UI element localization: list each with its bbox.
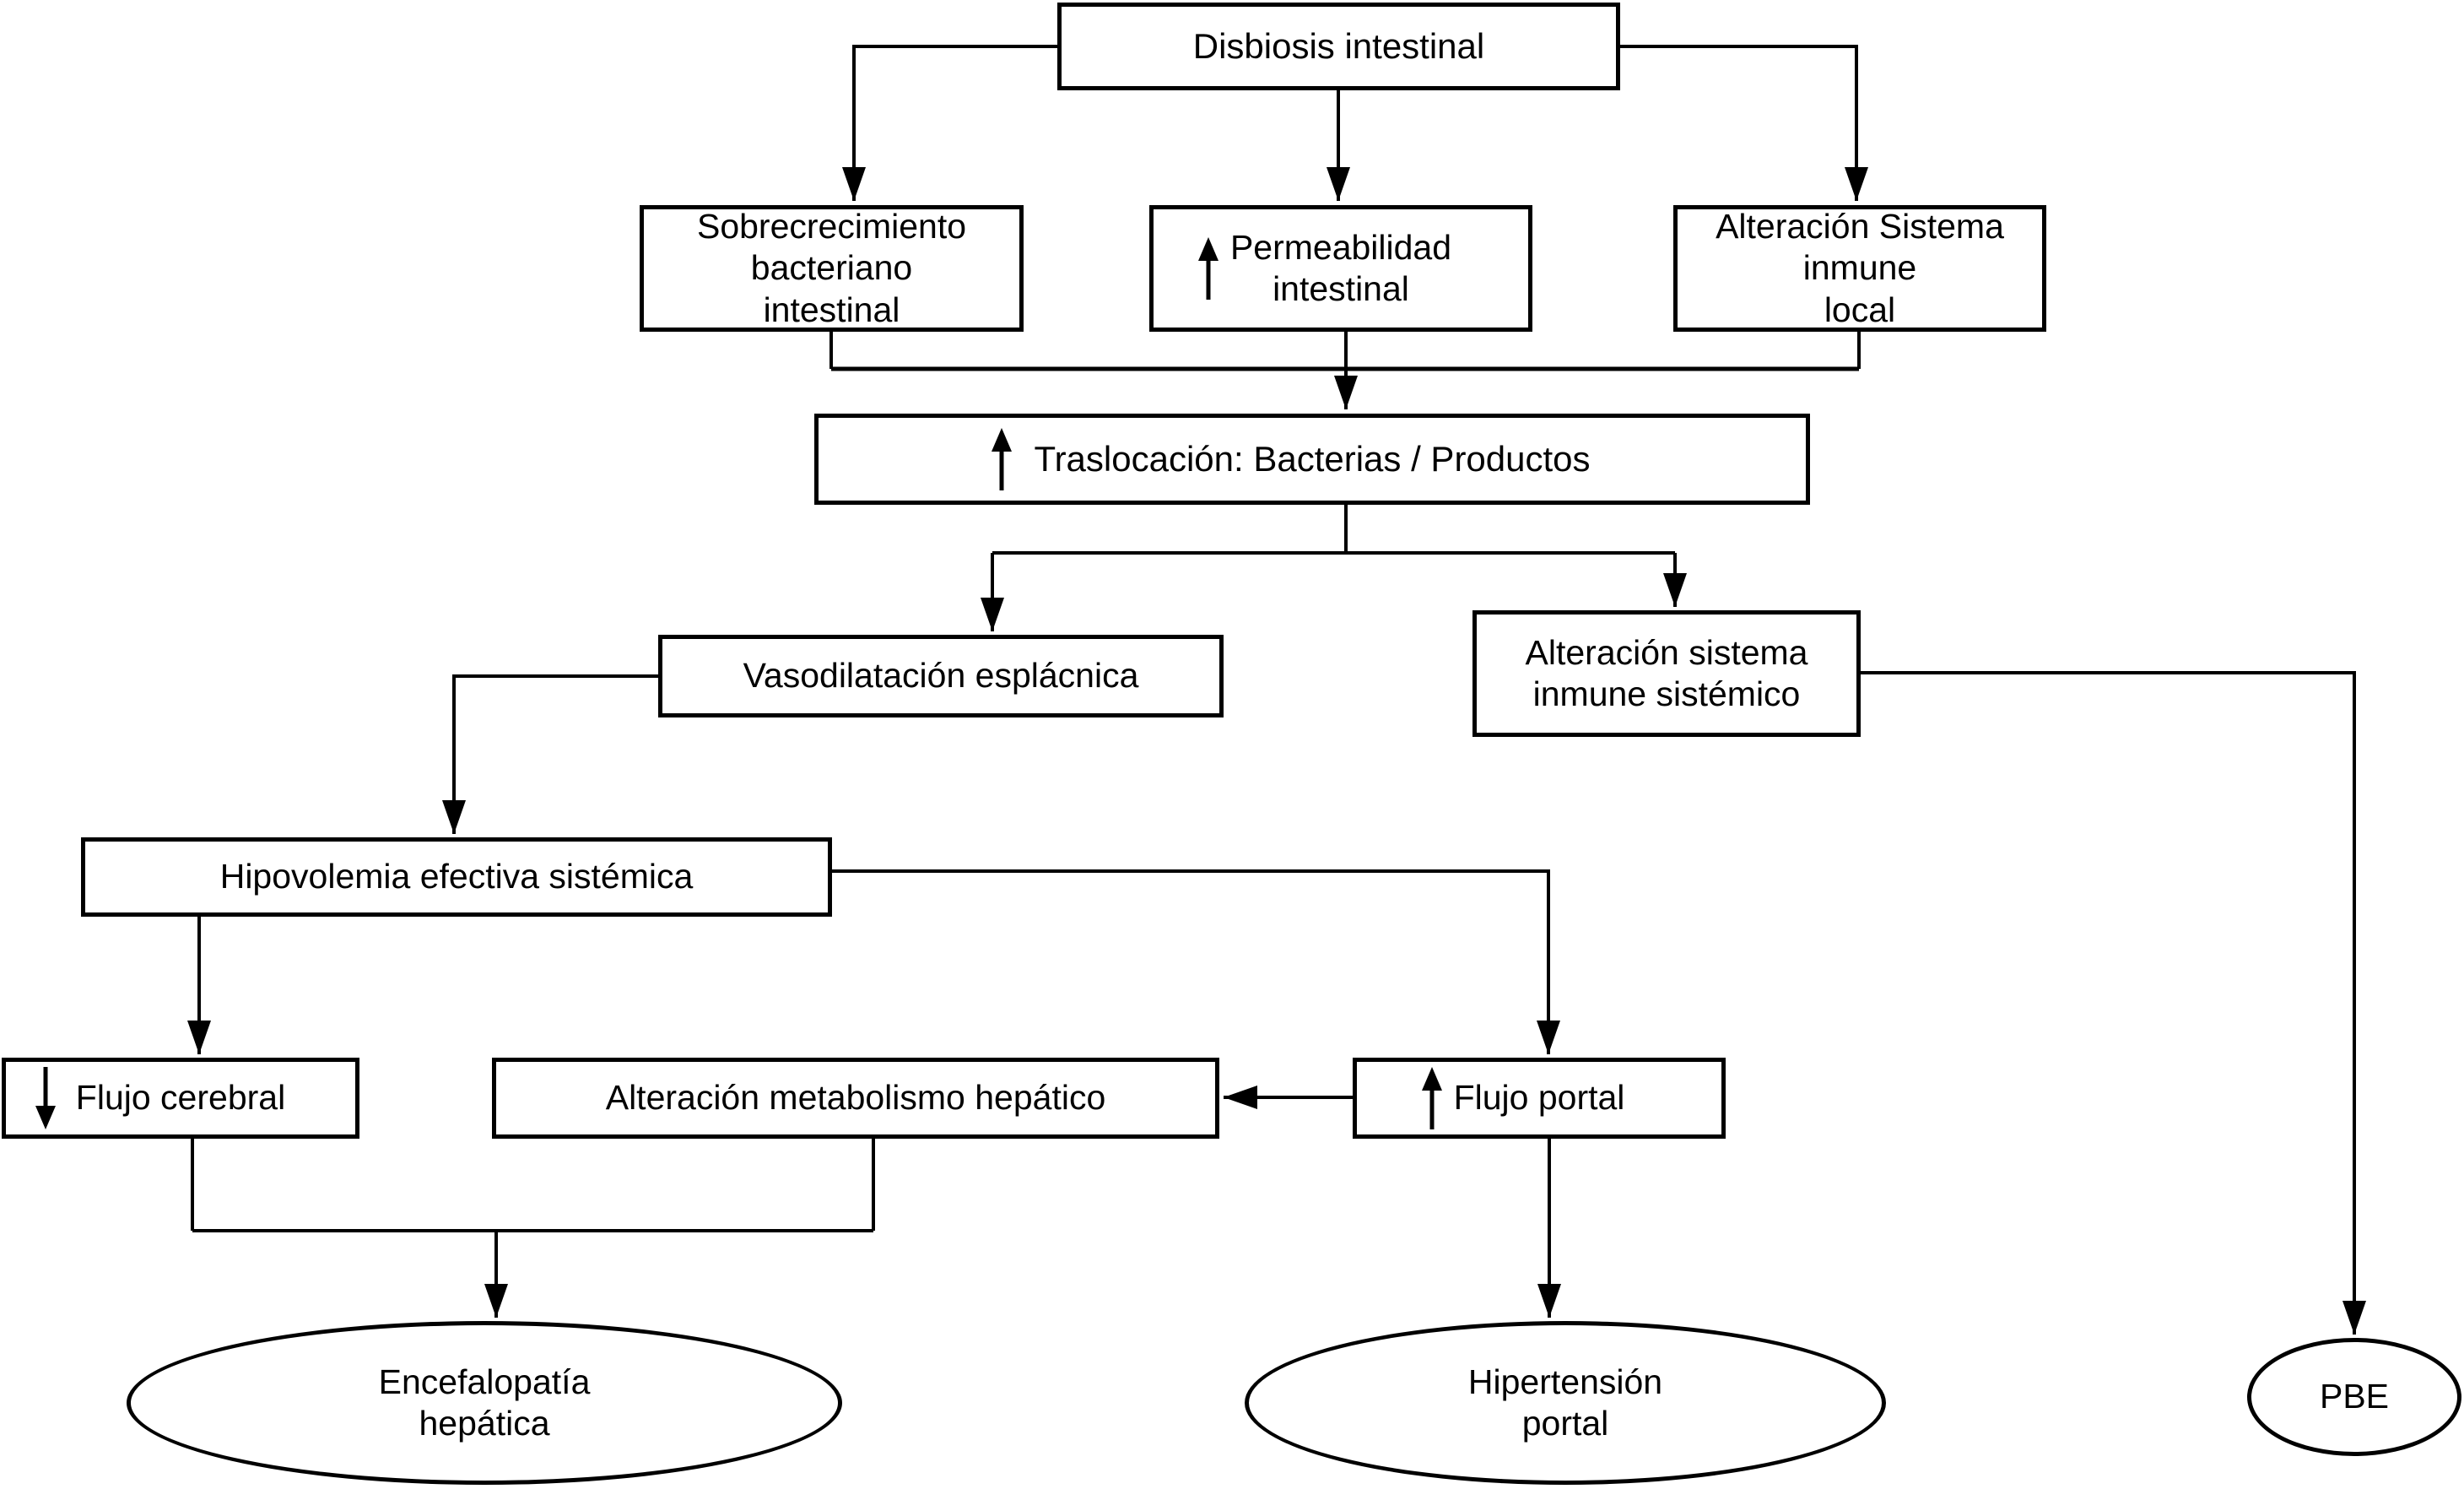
- node-flujo-cerebral: Flujo cerebral: [2, 1058, 359, 1139]
- node-label: Hipertensión portal: [1467, 1362, 1663, 1443]
- node-label: Encefalopatía hepática: [378, 1362, 591, 1443]
- node-label: Vasodilatación esplácnica: [743, 656, 1139, 696]
- up-arrow-icon: [987, 426, 1016, 492]
- node-label: Alteración sistema inmune sistémico: [1525, 632, 1808, 713]
- down-arrow-icon: [31, 1065, 60, 1131]
- node-label: PBE: [2319, 1377, 2390, 1416]
- up-arrow-icon: [1194, 236, 1223, 301]
- node-hipertension-portal: Hipertensión portal: [1245, 1321, 1886, 1485]
- node-label: Flujo cerebral: [75, 1078, 286, 1118]
- node-label: Permeabilidad intestinal: [1229, 227, 1452, 308]
- node-label: Sobrecrecimiento bacteriano intestinal: [696, 207, 967, 329]
- node-pbe: PBE: [2247, 1338, 2461, 1456]
- node-traslocacion-bacterias-productos: Traslocación: Bacterias / Productos: [814, 414, 1810, 505]
- node-disbiosis-intestinal: Disbiosis intestinal: [1057, 3, 1620, 90]
- edge-disbiosis-to-alteracion-inmune-local: [1620, 45, 1868, 201]
- node-label: Alteración Sistema inmune local: [1716, 207, 2004, 329]
- node-label: Disbiosis intestinal: [1192, 25, 1485, 66]
- node-flujo-portal: Flujo portal: [1353, 1058, 1726, 1139]
- node-alteracion-metabolismo-hepatico: Alteración metabolismo hepático: [492, 1058, 1219, 1139]
- node-permeabilidad-intestinal: Permeabilidad intestinal: [1149, 205, 1532, 332]
- node-encefalopatia-hepatica: Encefalopatía hepática: [127, 1321, 842, 1485]
- node-hipovolemia-efectiva-sistemica: Hipovolemia efectiva sistémica: [81, 837, 832, 917]
- node-sobrecrecimiento-bacteriano: Sobrecrecimiento bacteriano intestinal: [640, 205, 1024, 332]
- node-alteracion-sistema-inmune-local: Alteración Sistema inmune local: [1673, 205, 2046, 332]
- edge-hipovolemia-to-flujo-portal: [832, 869, 1560, 1054]
- up-arrow-icon: [1418, 1065, 1446, 1131]
- edge-vasodilatacion-to-hipovolemia: [442, 674, 658, 834]
- edge-sistemico-to-pbe: [1861, 671, 2366, 1335]
- node-label: Hipovolemia efectiva sistémica: [219, 857, 694, 896]
- node-vasodilatacion-esplacnica: Vasodilatación esplácnica: [658, 635, 1224, 717]
- node-label: Alteración metabolismo hepático: [605, 1078, 1106, 1118]
- node-label: Flujo portal: [1453, 1078, 1625, 1118]
- node-label: Traslocación: Bacterias / Productos: [1034, 438, 1591, 479]
- edge-disbiosis-to-sobrecrecimiento: [842, 45, 1057, 201]
- node-alteracion-sistema-inmune-sistemico: Alteración sistema inmune sistémico: [1472, 610, 1861, 737]
